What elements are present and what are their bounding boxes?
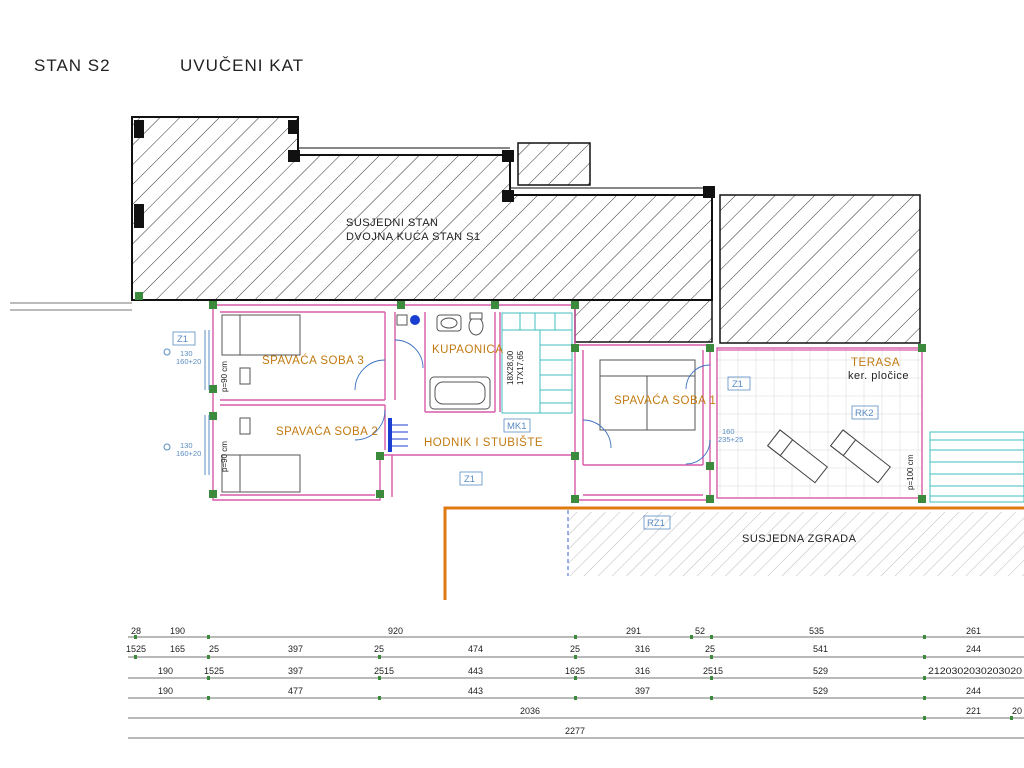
tag-rz1: RZ1	[643, 515, 671, 530]
svg-text:25: 25	[705, 644, 715, 654]
svg-text:165: 165	[170, 644, 185, 654]
window-c-height: 235+25	[718, 435, 743, 444]
svg-text:25: 25	[209, 644, 219, 654]
svg-text:244: 244	[966, 686, 981, 696]
svg-text:Z1: Z1	[177, 334, 188, 345]
svg-text:477: 477	[288, 686, 303, 696]
svg-text:RZ1: RZ1	[647, 518, 665, 529]
svg-text:2277: 2277	[565, 726, 585, 736]
svg-text:474: 474	[468, 644, 483, 654]
svg-text:1625: 1625	[565, 666, 585, 676]
neighbor-building-label: SUSJEDNA ZGRADA	[742, 533, 857, 545]
svg-text:1525: 1525	[126, 644, 146, 654]
sun-lounger-1	[766, 429, 828, 484]
svg-text:529: 529	[813, 666, 828, 676]
svg-text:2036: 2036	[520, 706, 540, 716]
window-a-width: 130	[180, 349, 193, 358]
boundary-line	[443, 506, 1024, 600]
svg-text:Z1: Z1	[732, 379, 743, 390]
dimension-row-5: 2036 221 20	[520, 706, 1022, 716]
svg-text:Z1: Z1	[464, 474, 475, 485]
svg-text:2515: 2515	[374, 666, 394, 676]
svg-text:52: 52	[695, 626, 705, 636]
svg-text:397: 397	[635, 686, 650, 696]
dimension-row-6: 2277	[565, 726, 585, 736]
parapet-label-2: p=90 cm	[220, 441, 229, 472]
tag-mk1: MK1	[503, 418, 531, 433]
parapet-label-3: p=100 cm	[906, 454, 915, 490]
window-b-height: 160+20	[176, 449, 201, 458]
door-swings	[354, 339, 711, 465]
dimension-row-2: 1525 165 25 397 25 474 25 316 25 541 244	[126, 644, 981, 654]
svg-text:316: 316	[635, 644, 650, 654]
sun-lounger-2	[829, 429, 891, 484]
window-b-width: 130	[180, 441, 193, 450]
svg-text:244: 244	[966, 644, 981, 654]
svg-text:2515: 2515	[703, 666, 723, 676]
unit-title: STAN S2	[34, 56, 111, 75]
tag-z1-c: Z1	[727, 376, 751, 391]
hall-label: HODNIK I STUBIŠTE	[424, 436, 543, 449]
svg-text:25: 25	[570, 644, 580, 654]
bedroom-furniture	[221, 314, 696, 493]
terrace-label: TERASA	[851, 357, 900, 369]
svg-text:529: 529	[813, 686, 828, 696]
neighbor-apartment-block	[131, 116, 921, 344]
bedroom-1-label: SPAVAĆA SOBA 1	[614, 394, 716, 407]
tag-z1-b: Z1	[459, 471, 483, 486]
terrace-finish-label: ker. pločice	[848, 370, 909, 382]
stair-dim-2: 17X17,65	[516, 350, 525, 385]
svg-text:190: 190	[170, 626, 185, 636]
dimension-ticks	[134, 635, 1013, 720]
bedroom-3-label: SPAVAĆA SOBA 3	[262, 354, 364, 367]
svg-text:25: 25	[374, 644, 384, 654]
window-c-width: 160	[722, 427, 735, 436]
stair-dim-1: 18X28,00	[506, 350, 515, 385]
svg-text:221: 221	[966, 706, 981, 716]
dimension-row-3: 190 1525 397 2515 443 1625 316 2515 529 …	[158, 666, 1022, 676]
svg-text:1525: 1525	[204, 666, 224, 676]
dimension-row-1: 28 190 920 291 52 535 261	[131, 626, 981, 636]
bedroom-2-label: SPAVAĆA SOBA 2	[276, 425, 378, 438]
svg-text:291: 291	[626, 626, 641, 636]
svg-text:190: 190	[158, 666, 173, 676]
balcony-railing	[929, 431, 1024, 503]
svg-text:541: 541	[813, 644, 828, 654]
svg-text:MK1: MK1	[507, 421, 527, 432]
radiator-marker	[388, 418, 408, 452]
neighbor-apartment-label-1: SUSJEDNI STAN	[346, 217, 438, 229]
staircase	[501, 312, 573, 414]
svg-text:316: 316	[635, 666, 650, 676]
svg-text:190: 190	[158, 686, 173, 696]
svg-text:920: 920	[388, 626, 403, 636]
floor-title: UVUČENI KAT	[180, 56, 305, 75]
svg-text:2120302030203020: 2120302030203020	[928, 666, 1022, 676]
svg-text:443: 443	[468, 686, 483, 696]
svg-text:443: 443	[468, 666, 483, 676]
column-markers	[135, 292, 926, 503]
window-lines	[163, 330, 210, 475]
tag-rk2: RK2	[851, 405, 879, 420]
svg-text:397: 397	[288, 666, 303, 676]
svg-text:535: 535	[809, 626, 824, 636]
svg-text:261: 261	[966, 626, 981, 636]
svg-text:397: 397	[288, 644, 303, 654]
bathroom-fixtures	[396, 312, 491, 410]
dimension-row-4: 190 477 443 397 529 244	[158, 686, 981, 696]
bathroom-label: KUPAONICA	[432, 344, 503, 356]
parapet-label-1: p=90 cm	[220, 361, 229, 392]
svg-text:28: 28	[131, 626, 141, 636]
svg-text:20: 20	[1012, 706, 1022, 716]
svg-text:RK2: RK2	[855, 408, 873, 419]
tag-z1-a: Z1	[172, 331, 196, 346]
neighbor-apartment-label-2: DVOJNA KUĆA STAN S1	[346, 230, 481, 243]
window-a-height: 160+20	[176, 357, 201, 366]
terrace-area	[716, 347, 923, 499]
